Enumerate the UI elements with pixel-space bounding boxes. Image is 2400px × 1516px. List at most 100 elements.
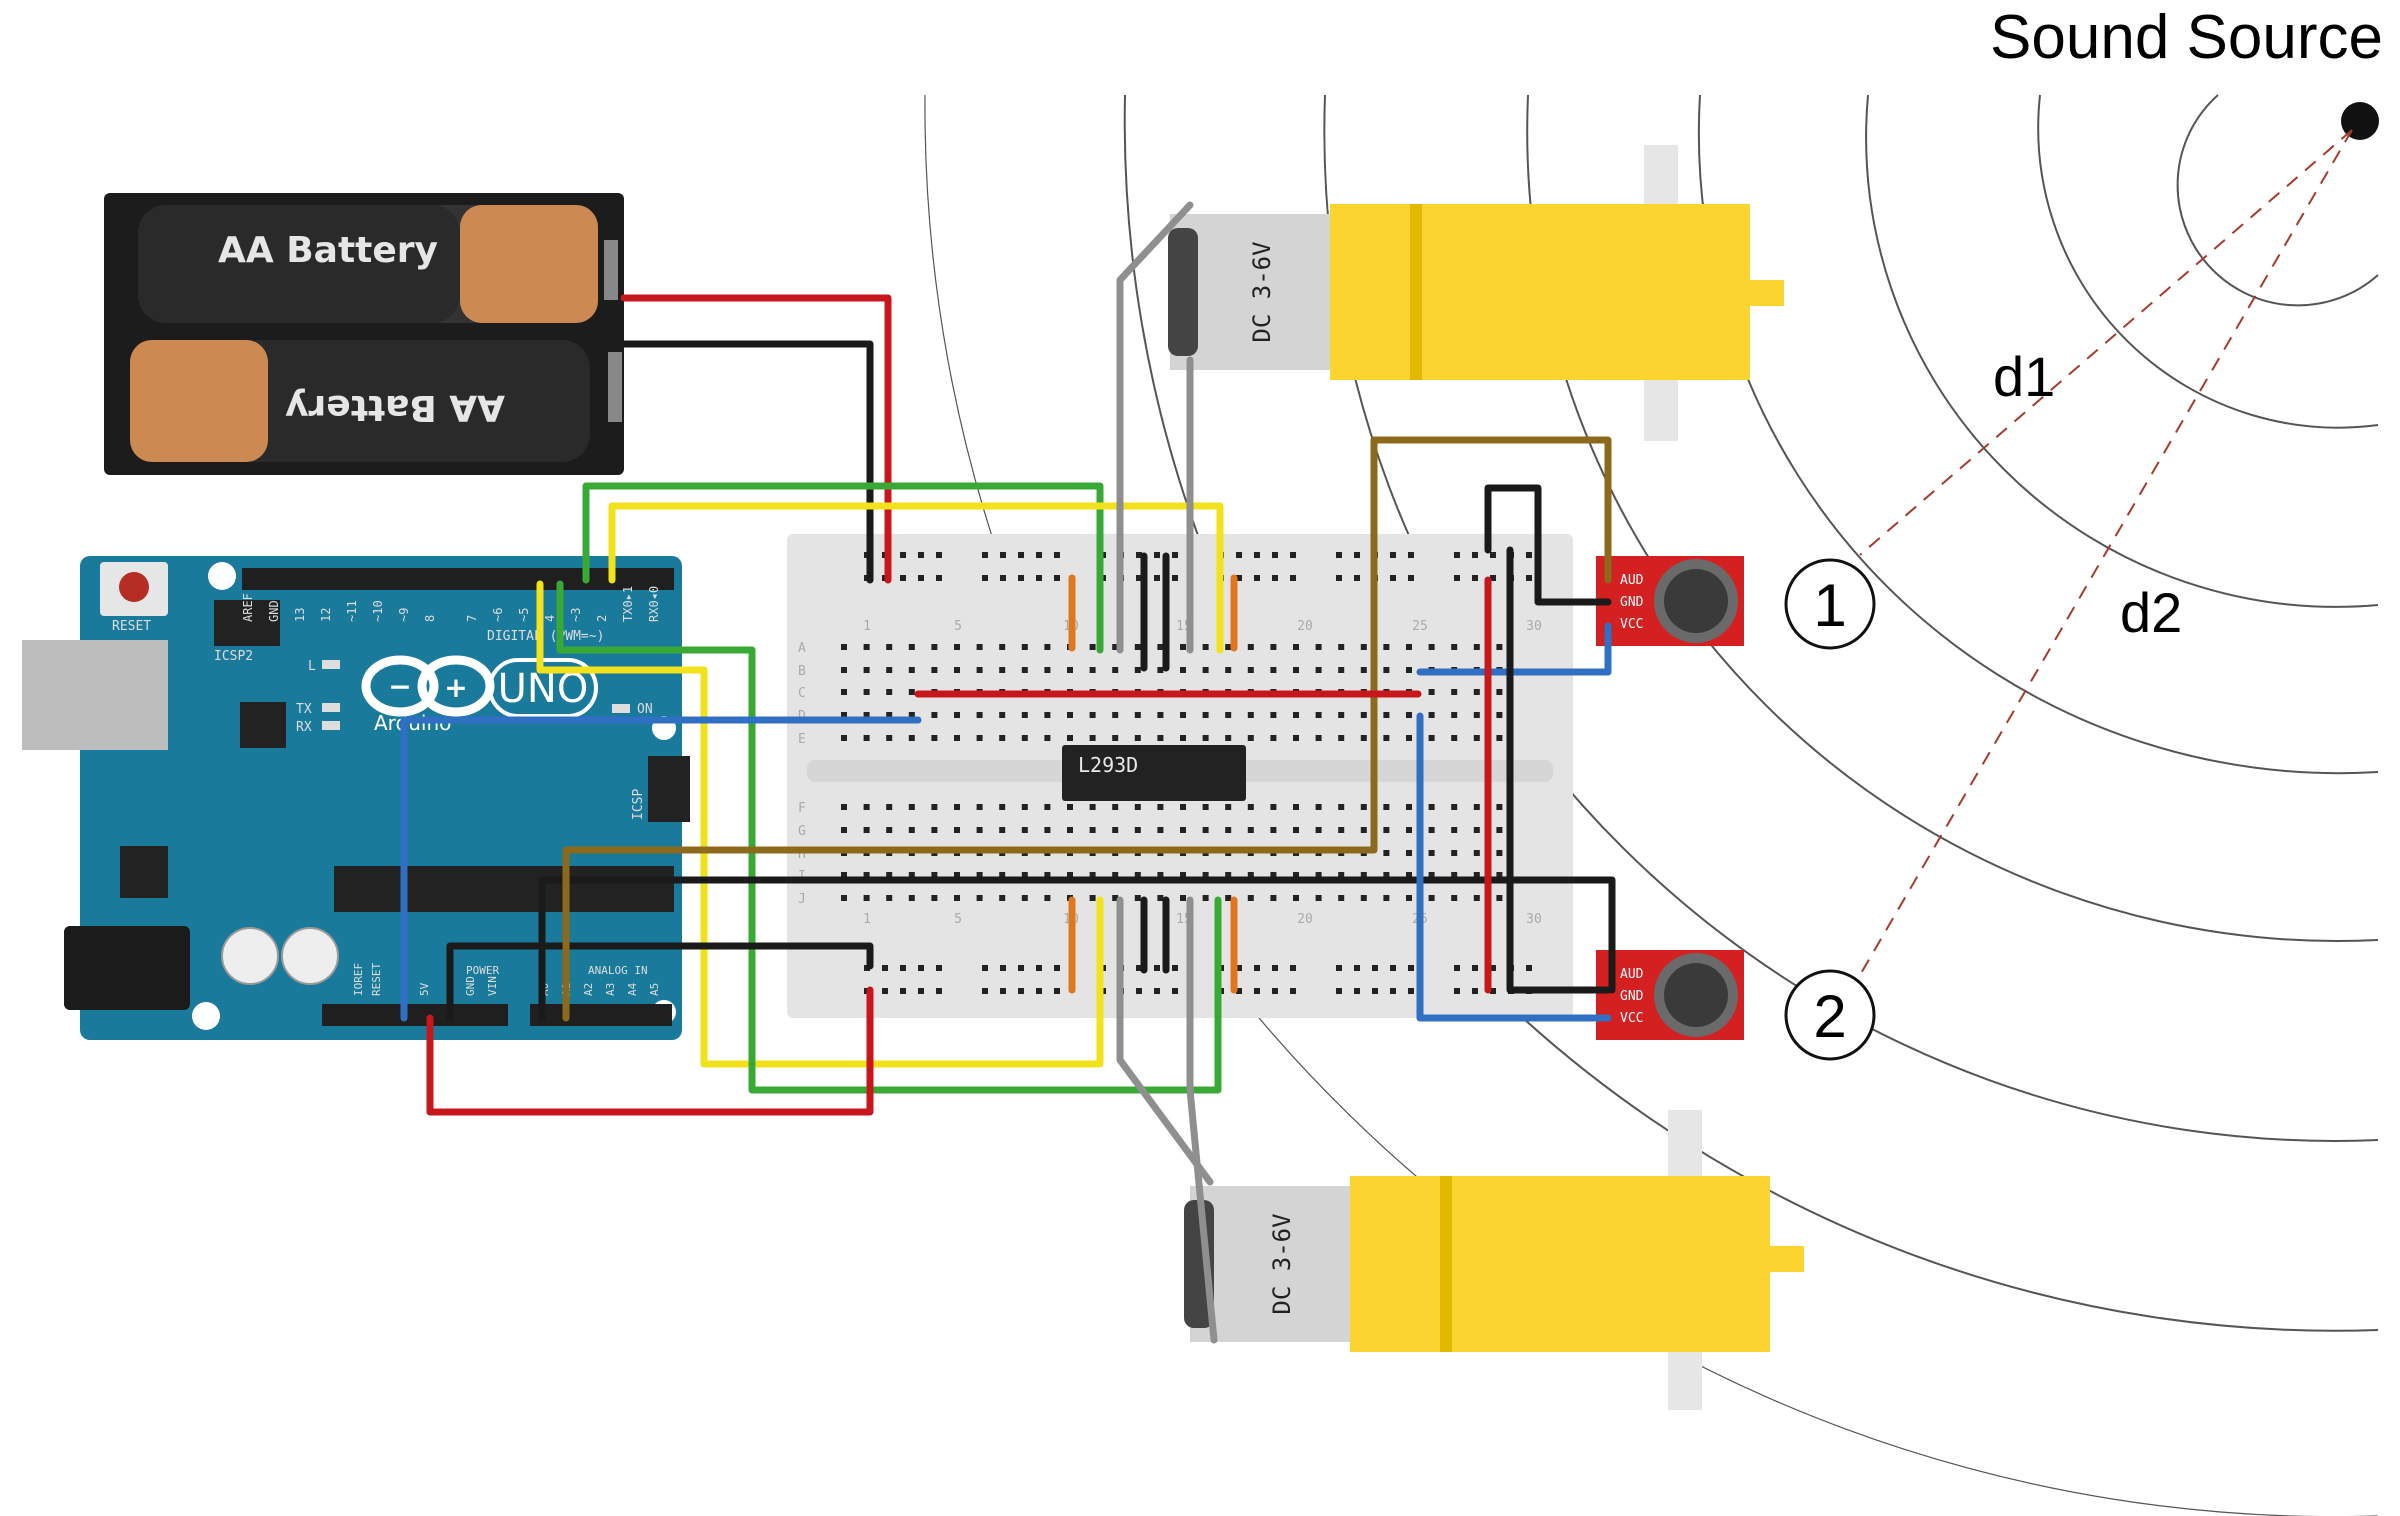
breadboard-hole <box>1000 988 1006 994</box>
breadboard-hole <box>1225 735 1232 741</box>
breadboard-hole <box>1473 689 1480 695</box>
col-num-5-b: 5 <box>954 912 962 927</box>
distance-label-d2: d2 <box>2120 581 2182 644</box>
top-pin-label: ~5 <box>517 608 531 622</box>
breadboard-hole <box>1408 575 1414 581</box>
breadboard-hole <box>1157 804 1164 810</box>
motor-top-label: DC 3-6V <box>1248 241 1276 342</box>
wire-gray-motor-top-a <box>1116 201 1194 654</box>
top-pin-label: 2 <box>595 615 609 622</box>
top-pin-label: 8 <box>423 615 437 622</box>
main-microcontroller <box>334 866 674 912</box>
reset-pin-label: RESET <box>370 963 383 996</box>
led-rx-label: RX <box>296 720 312 735</box>
breadboard-hole <box>908 872 915 878</box>
breadboard-hole <box>1408 965 1414 971</box>
sensor-marker-1-number: 1 <box>1813 572 1846 639</box>
breadboard-hole <box>900 575 906 581</box>
breadboard-hole <box>1247 735 1254 741</box>
row-letter-b: B <box>798 664 806 679</box>
breadboard-hole <box>1247 804 1254 810</box>
breadboard-hole <box>1000 575 1006 581</box>
breadboard-hole <box>1202 712 1209 718</box>
breadboard-hole <box>841 644 847 650</box>
breadboard-hole <box>841 872 847 878</box>
breadboard-hole <box>1293 872 1299 878</box>
breadboard-hole <box>908 667 915 673</box>
breadboard-hole <box>1338 895 1345 901</box>
top-pin-label: ~9 <box>397 608 411 622</box>
l293d-chip: L293D <box>1062 745 1246 801</box>
breadboard-hole <box>954 735 960 741</box>
breadboard-hole <box>1428 735 1435 741</box>
pin-5v-label: 5V <box>418 982 431 996</box>
breadboard-hole <box>1225 667 1232 673</box>
wire-blue-sensor1 <box>1416 622 1612 676</box>
breadboard-hole <box>1236 988 1242 994</box>
breadboard-hole <box>1473 712 1480 718</box>
wire-green-loop <box>556 580 1222 1094</box>
breadboard-hole <box>982 965 988 971</box>
breadboard-hole <box>886 872 893 878</box>
col-num-5: 5 <box>954 619 962 634</box>
breadboard-hole <box>1247 667 1254 673</box>
breadboard-hole <box>1315 804 1322 810</box>
breadboard-hole <box>900 988 906 994</box>
breadboard-hole <box>954 804 960 810</box>
breadboard-hole <box>976 712 983 718</box>
breadboard-hole <box>1360 667 1367 673</box>
power-label: POWER <box>466 964 499 977</box>
breadboard-hole <box>1428 644 1435 650</box>
breadboard-hole <box>1406 644 1412 650</box>
breadboard-hole <box>1180 895 1186 901</box>
sensor2-gnd-label: GND <box>1620 989 1644 1004</box>
breadboard-hole <box>1044 895 1051 901</box>
breadboard-hole <box>1290 988 1296 994</box>
breadboard-hole <box>1044 667 1051 673</box>
breadboard-hole <box>1067 804 1073 810</box>
breadboard-hole <box>1270 735 1277 741</box>
breadboard-hole <box>999 667 1006 673</box>
wire-gray-motor-bottom-a <box>1116 896 1214 1186</box>
breadboard-hole <box>1089 644 1096 650</box>
breadboard-hole <box>1202 895 1209 901</box>
breadboard-hole <box>1067 735 1073 741</box>
breadboard-hole <box>841 827 847 833</box>
breadboard-hole <box>918 552 924 558</box>
breadboard-hole <box>1272 965 1278 971</box>
breadboard-hole <box>1225 872 1232 878</box>
breadboard-hole <box>954 712 960 718</box>
power-header <box>322 1004 508 1026</box>
breadboard-hole <box>1451 895 1458 901</box>
breadboard-hole <box>841 689 847 695</box>
breadboard-hole <box>1270 895 1277 901</box>
breadboard-hole <box>999 804 1006 810</box>
breadboard-hole <box>1270 804 1277 810</box>
breadboard-hole <box>1021 712 1028 718</box>
breadboard-hole <box>1172 988 1178 994</box>
breadboard-hole <box>1157 712 1164 718</box>
sensor-marker-1: 1 <box>1784 558 1876 650</box>
breadboard-hole <box>1172 965 1178 971</box>
wire-green-top <box>582 482 1104 654</box>
breadboard-hole <box>1496 827 1503 833</box>
top-pin-label: 12 <box>319 608 333 622</box>
row-letter-e: E <box>798 732 806 747</box>
analog-pin-label: A3 <box>604 983 617 996</box>
breadboard-hole <box>1180 644 1186 650</box>
breadboard-hole <box>1354 988 1360 994</box>
breadboard-hole <box>1000 552 1006 558</box>
reset-button[interactable] <box>100 562 168 616</box>
breadboard-hole <box>1044 804 1051 810</box>
breadboard-hole <box>1406 667 1412 673</box>
top-pin-label: 7 <box>465 615 479 622</box>
breadboard-hole <box>1451 850 1458 856</box>
breadboard-hole <box>1406 804 1412 810</box>
breadboard-hole <box>908 644 915 650</box>
arduino-mount-hole-2 <box>192 1002 220 1030</box>
breadboard-hole <box>1472 575 1478 581</box>
breadboard-hole <box>1490 965 1496 971</box>
breadboard-hole <box>982 575 988 581</box>
breadboard-hole <box>1270 872 1277 878</box>
breadboard-hole <box>1180 827 1186 833</box>
